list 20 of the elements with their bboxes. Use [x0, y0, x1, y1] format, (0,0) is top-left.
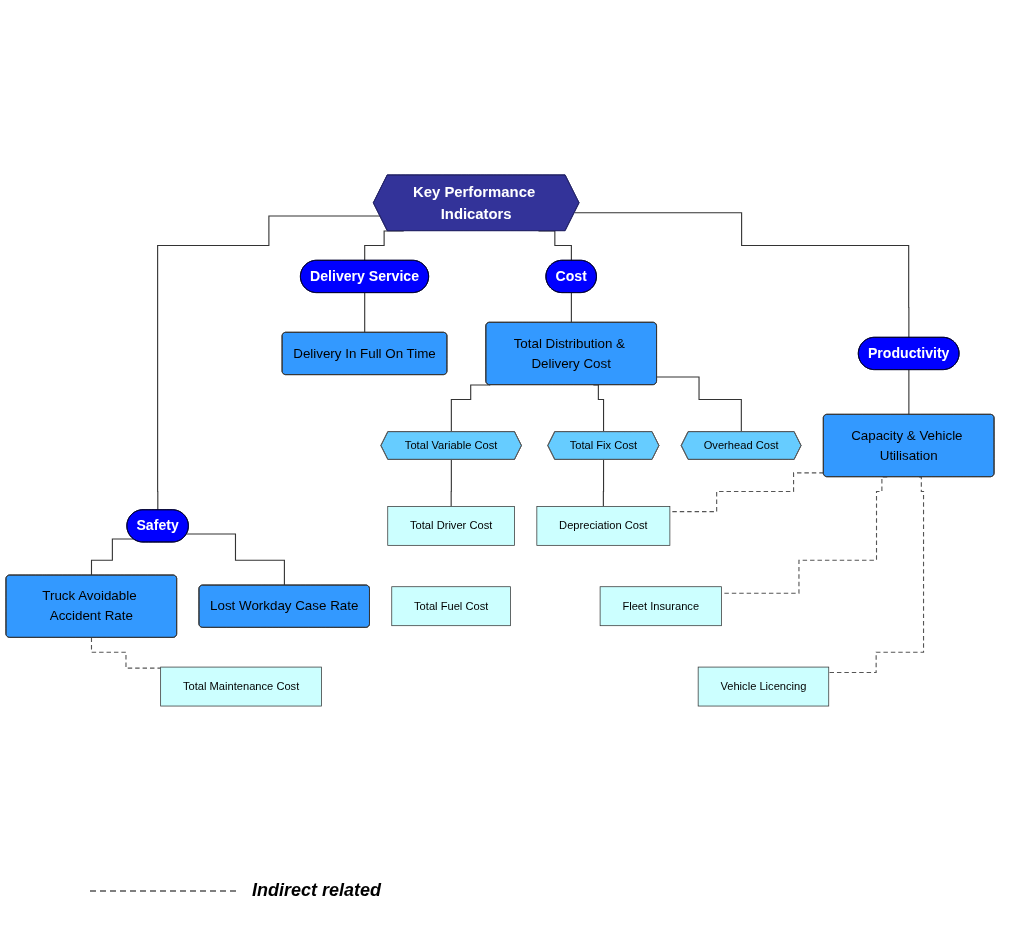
connector	[157, 215, 381, 511]
connector	[656, 375, 743, 432]
legend-label: Indirect related	[252, 880, 382, 901]
node-box: Total Fuel Cost	[391, 585, 511, 626]
node-box: Vehicle Licencing	[697, 666, 830, 706]
connector	[828, 476, 925, 673]
connector	[450, 383, 491, 432]
connector	[908, 368, 910, 415]
connector	[669, 471, 825, 512]
node-box: Fleet Insurance	[599, 585, 722, 626]
connector	[450, 458, 453, 507]
connector	[90, 537, 134, 576]
connector	[364, 291, 366, 333]
node-box: Depreciation Cost	[536, 505, 671, 546]
node-box: Total Driver Cost	[387, 505, 515, 546]
connector	[602, 458, 605, 507]
connector	[574, 211, 910, 338]
connector	[186, 532, 286, 586]
node-box: Total Maintenance Cost	[160, 666, 322, 706]
connector	[570, 291, 573, 323]
